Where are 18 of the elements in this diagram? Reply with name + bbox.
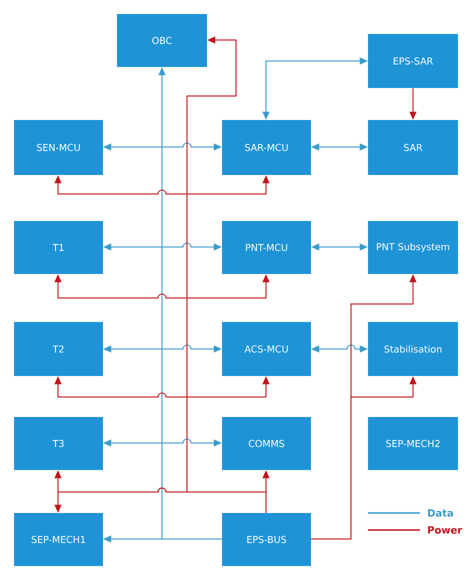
block-box: OBC	[117, 14, 207, 67]
block-box: PNT Subsystem	[368, 221, 458, 274]
block-box: ACS-MCU	[222, 322, 311, 376]
block-box: SEP-MECH1	[14, 513, 103, 566]
block-box: EPS-BUS	[222, 513, 311, 566]
legend-label: Power	[428, 526, 462, 534]
block-box: SAR-MCU	[222, 120, 311, 175]
block-box: COMMS	[222, 417, 311, 470]
block-box: T1	[14, 221, 103, 274]
block-box: T2	[14, 322, 103, 376]
block-box: SEP-MECH2	[368, 417, 458, 470]
block-box: PNT-MCU	[222, 221, 311, 274]
block-box: SEN-MCU	[14, 120, 103, 175]
block-box: EPS-SAR	[368, 34, 458, 88]
block-box: Stabilisation	[368, 322, 458, 376]
block-box: SAR	[368, 120, 458, 175]
legend-label: Data	[428, 509, 453, 517]
block-box: T3	[14, 417, 103, 470]
